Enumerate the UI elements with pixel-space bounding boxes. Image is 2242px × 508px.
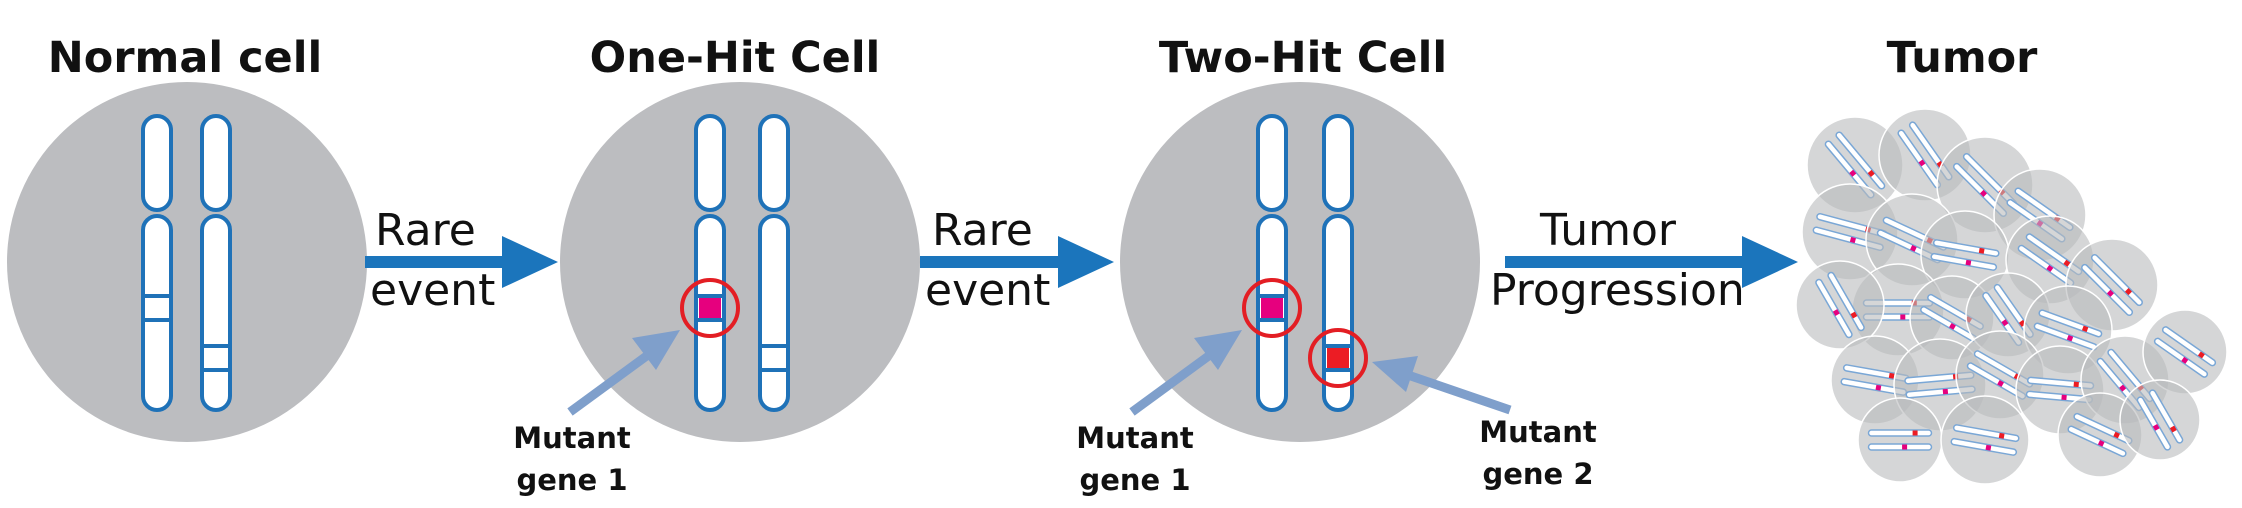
two-hit-cell: Mutant gene 1 Mutant gene 2 xyxy=(1076,82,1597,497)
cell-body xyxy=(560,82,920,442)
mutation-highlight-circle xyxy=(680,278,740,338)
arrow-label-line1: Rare xyxy=(375,205,476,256)
arrow-label-line2: event xyxy=(925,265,1050,316)
arrow-label-line1: Tumor xyxy=(1539,205,1677,256)
mutation-highlight-circle-2 xyxy=(1308,328,1368,388)
arrow-label-line2: event xyxy=(370,265,495,316)
mutant-label-gene1-line2: gene 1 xyxy=(1079,463,1190,497)
arrow-rare-event-1: Rare event xyxy=(365,205,558,316)
arrow-shape xyxy=(365,236,558,288)
normal-cell xyxy=(7,82,367,442)
tumor-cell xyxy=(1795,260,1885,350)
pointer-arrow-gene1 xyxy=(567,330,680,416)
cell-body xyxy=(7,82,367,442)
mutation-highlight-circle-1 xyxy=(1242,278,1302,338)
arrow-label-line1: Rare xyxy=(932,205,1033,256)
chromosome-1 xyxy=(694,114,726,412)
cell-body xyxy=(1120,82,1480,442)
mutation-gene1 xyxy=(699,298,721,318)
mutant-label-gene2-line1: Mutant xyxy=(1479,415,1597,449)
tumor-cell xyxy=(2119,379,2201,461)
title-one-hit-cell: One-Hit Cell xyxy=(590,33,881,83)
tumor-cell-cluster xyxy=(1795,108,2228,485)
mutation-gene2 xyxy=(1327,348,1349,368)
arrow-shape xyxy=(920,236,1114,288)
title-normal-cell: Normal cell xyxy=(48,33,322,83)
arrow-rare-event-2: Rare event xyxy=(920,205,1114,316)
pointer-arrow-gene2 xyxy=(1372,356,1512,415)
mutant-label-line1: Mutant xyxy=(513,421,631,455)
arrow-tumor-progression: Tumor Progression xyxy=(1490,205,1798,316)
pointer-arrow-gene1 xyxy=(1129,330,1242,416)
tumor-cell xyxy=(2142,309,2228,395)
chromosome-2 xyxy=(758,114,790,412)
one-hit-cell: Mutant gene 1 xyxy=(513,82,920,497)
mutant-label-gene1-line1: Mutant xyxy=(1076,421,1194,455)
chromosome-1 xyxy=(141,114,173,412)
title-tumor: Tumor xyxy=(1887,33,2039,83)
chromosome-2 xyxy=(1322,114,1354,412)
arrow-label-line2: Progression xyxy=(1490,265,1745,316)
mutant-label-gene2-line2: gene 2 xyxy=(1482,457,1593,491)
title-two-hit-cell: Two-Hit Cell xyxy=(1159,33,1447,83)
tumor-cell xyxy=(1857,397,1943,483)
tumor-cell xyxy=(1940,395,2030,485)
mutant-label-line2: gene 1 xyxy=(516,463,627,497)
arrow-shape xyxy=(1505,236,1798,288)
tumor-cell xyxy=(1806,116,1904,214)
mutation-gene1 xyxy=(1261,298,1283,318)
chromosome-1 xyxy=(1256,114,1288,412)
chromosome-2 xyxy=(200,114,232,412)
